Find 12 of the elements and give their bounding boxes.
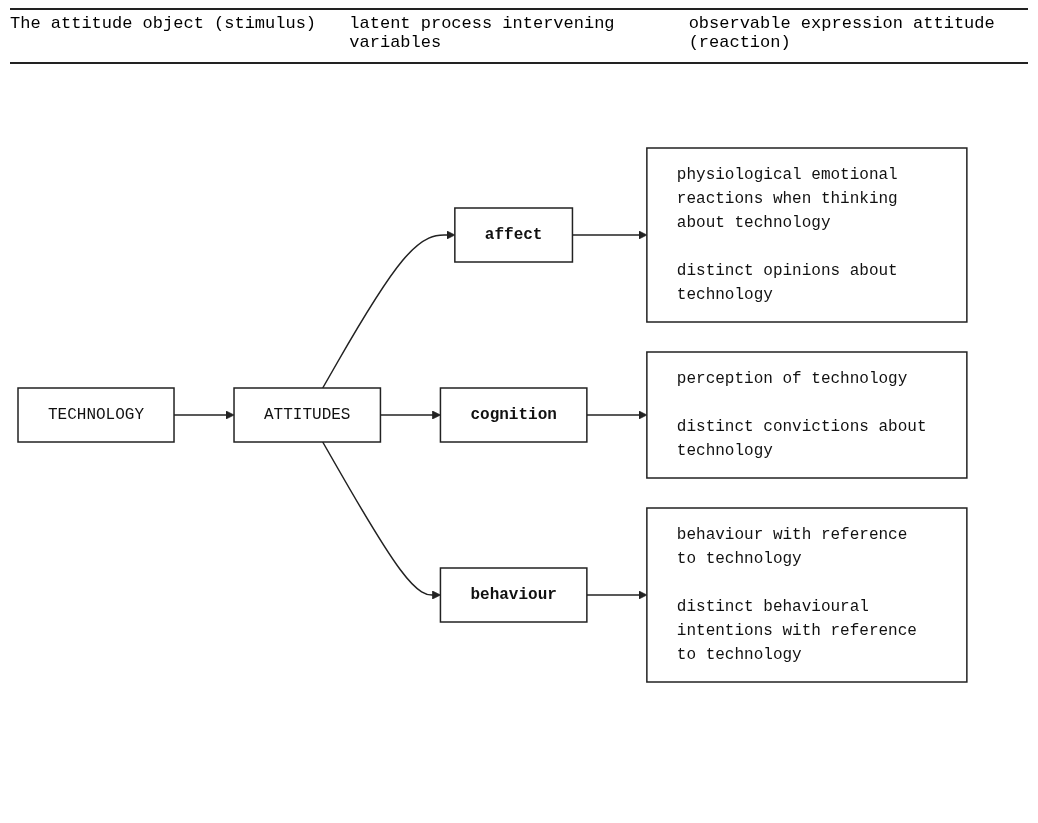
node-box: behaviour with reference to technology distinct behavioural intentions with reference to technology [646, 507, 968, 683]
node-box: TECHNOLOGY [17, 387, 175, 443]
node-box: perception of technology distinct convictions about technology [646, 351, 968, 479]
node-box: affect [454, 207, 574, 263]
arrow [321, 441, 441, 600]
node-box: behaviour [439, 567, 588, 623]
node-box: ATTITUDES [233, 387, 382, 443]
column-heading: observable expression attitude (reaction) [688, 14, 996, 52]
column-heading: latent process intervening variables [349, 14, 616, 52]
node-box: cognition [439, 387, 588, 443]
column-heading: The attitude object (stimulus) [10, 14, 318, 35]
node-box: physiological emotional reactions when thinking about technology distinct opinions about technology [646, 147, 968, 323]
